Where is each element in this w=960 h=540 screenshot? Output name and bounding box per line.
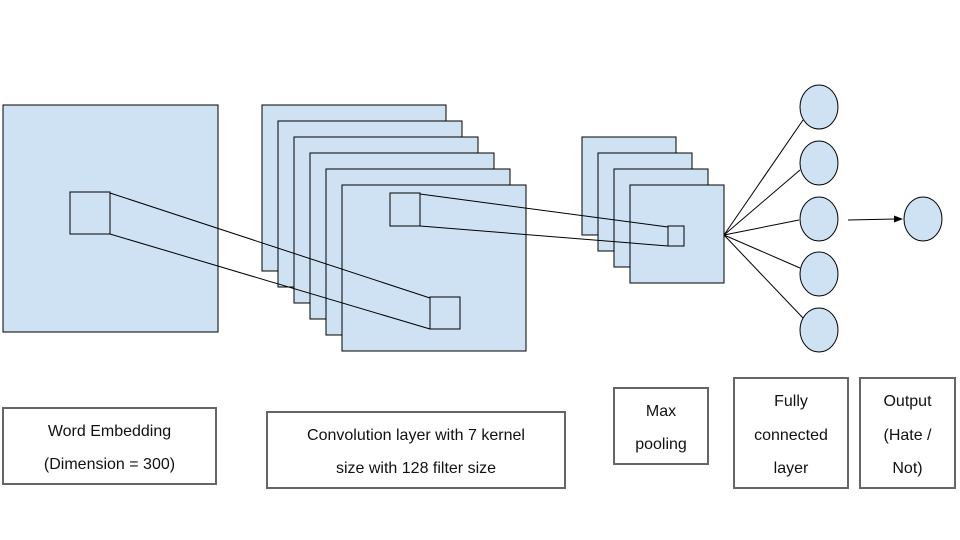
fc-node-2	[799, 140, 839, 186]
label-line: pooling	[635, 436, 687, 453]
word-embedding-block	[2, 104, 219, 333]
fc-connection-4	[723, 234, 801, 269]
convolution-feature-maps	[261, 104, 527, 352]
output-stage	[847, 196, 943, 242]
label-box-convolution	[266, 411, 566, 489]
label-box-output	[859, 377, 956, 489]
conv-output-cell	[429, 296, 461, 330]
output-arrow-shaft	[847, 218, 897, 221]
label-line: Convolution layer with 7 kernel	[307, 427, 525, 444]
label-word-embedding: Word Embedding (Dimension = 300)	[2, 407, 217, 485]
fc-connection-1	[723, 119, 804, 236]
conv-to-pool-line-bottom	[419, 225, 669, 247]
label-box-word-embedding	[2, 407, 217, 485]
output-node	[903, 196, 943, 242]
fc-node-3	[799, 196, 839, 242]
label-line: size with 128 filter size	[336, 460, 496, 477]
fc-node-1	[799, 84, 839, 130]
label-output: Output (Hate / Not)	[859, 377, 956, 489]
fc-connection-5	[723, 234, 804, 319]
fc-connections	[723, 119, 804, 319]
embedding-window	[69, 191, 111, 235]
max-pooling-maps	[581, 136, 725, 284]
label-box-max-pooling	[613, 387, 709, 465]
fc-connection-3	[723, 219, 800, 236]
label-max-pooling: Max pooling	[613, 387, 709, 465]
label-line: Word Embedding	[48, 423, 171, 440]
label-line: (Dimension = 300)	[44, 456, 175, 473]
fc-node-5	[799, 307, 839, 353]
label-line: Max	[646, 403, 676, 420]
fc-connection-2	[723, 169, 801, 236]
embedding-to-conv-line-top	[109, 192, 431, 299]
embedding-to-conv-line-bottom	[109, 233, 431, 330]
label-line: (Hate /	[883, 427, 932, 444]
fully-connected-nodes	[799, 84, 839, 353]
pool-output-cell	[667, 225, 685, 247]
label-box-fully-connected	[733, 377, 849, 489]
output-arrowhead	[894, 215, 903, 223]
fc-node-4	[799, 251, 839, 297]
label-convolution: Convolution layer with 7 kernel size wit…	[266, 411, 566, 489]
label-line: Output	[883, 393, 932, 410]
label-fully-connected: Fully connected layer	[733, 377, 849, 489]
conv-pool-window	[389, 192, 421, 227]
label-line: Fully	[774, 393, 808, 410]
label-line: Not)	[892, 460, 922, 477]
label-line: connected	[754, 427, 828, 444]
label-line: layer	[774, 460, 809, 477]
projection-lines	[109, 192, 669, 330]
conv-to-pool-line-top	[419, 193, 669, 228]
